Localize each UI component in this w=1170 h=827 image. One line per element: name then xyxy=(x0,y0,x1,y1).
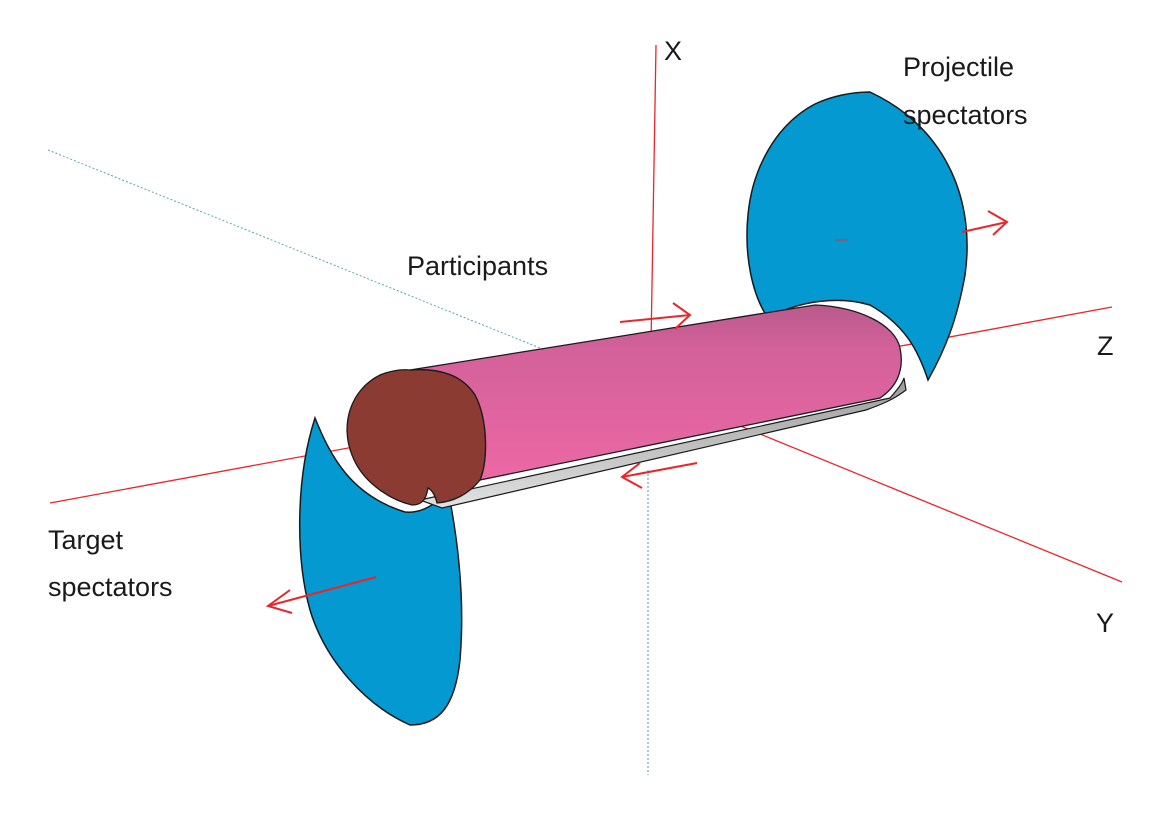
projectile-spectator-shape xyxy=(746,91,968,382)
x-axis-label: X xyxy=(664,36,682,66)
z-axis-label: Z xyxy=(1097,331,1114,361)
projectile-label-line2: spectators xyxy=(903,100,1028,130)
x-axis-line xyxy=(650,44,657,346)
participant-end-face xyxy=(346,369,487,506)
participant-shadow-side xyxy=(417,377,907,509)
participant-lower-arrow xyxy=(620,462,698,489)
target-spectator-shape xyxy=(298,415,463,726)
participants-label: Participants xyxy=(407,251,548,281)
projectile-spectator-arrow xyxy=(961,210,1009,236)
target-label-line1: Target xyxy=(48,525,124,555)
target-label-line2: spectators xyxy=(48,572,173,602)
guide-line-diagonal xyxy=(47,149,546,351)
y-axis-label: Y xyxy=(1096,608,1114,638)
participant-upper-arrow xyxy=(619,302,692,330)
projectile-label-line1: Projectile xyxy=(903,52,1014,82)
target-spectator-arrow xyxy=(265,576,377,614)
y-axis-line xyxy=(737,424,1123,583)
